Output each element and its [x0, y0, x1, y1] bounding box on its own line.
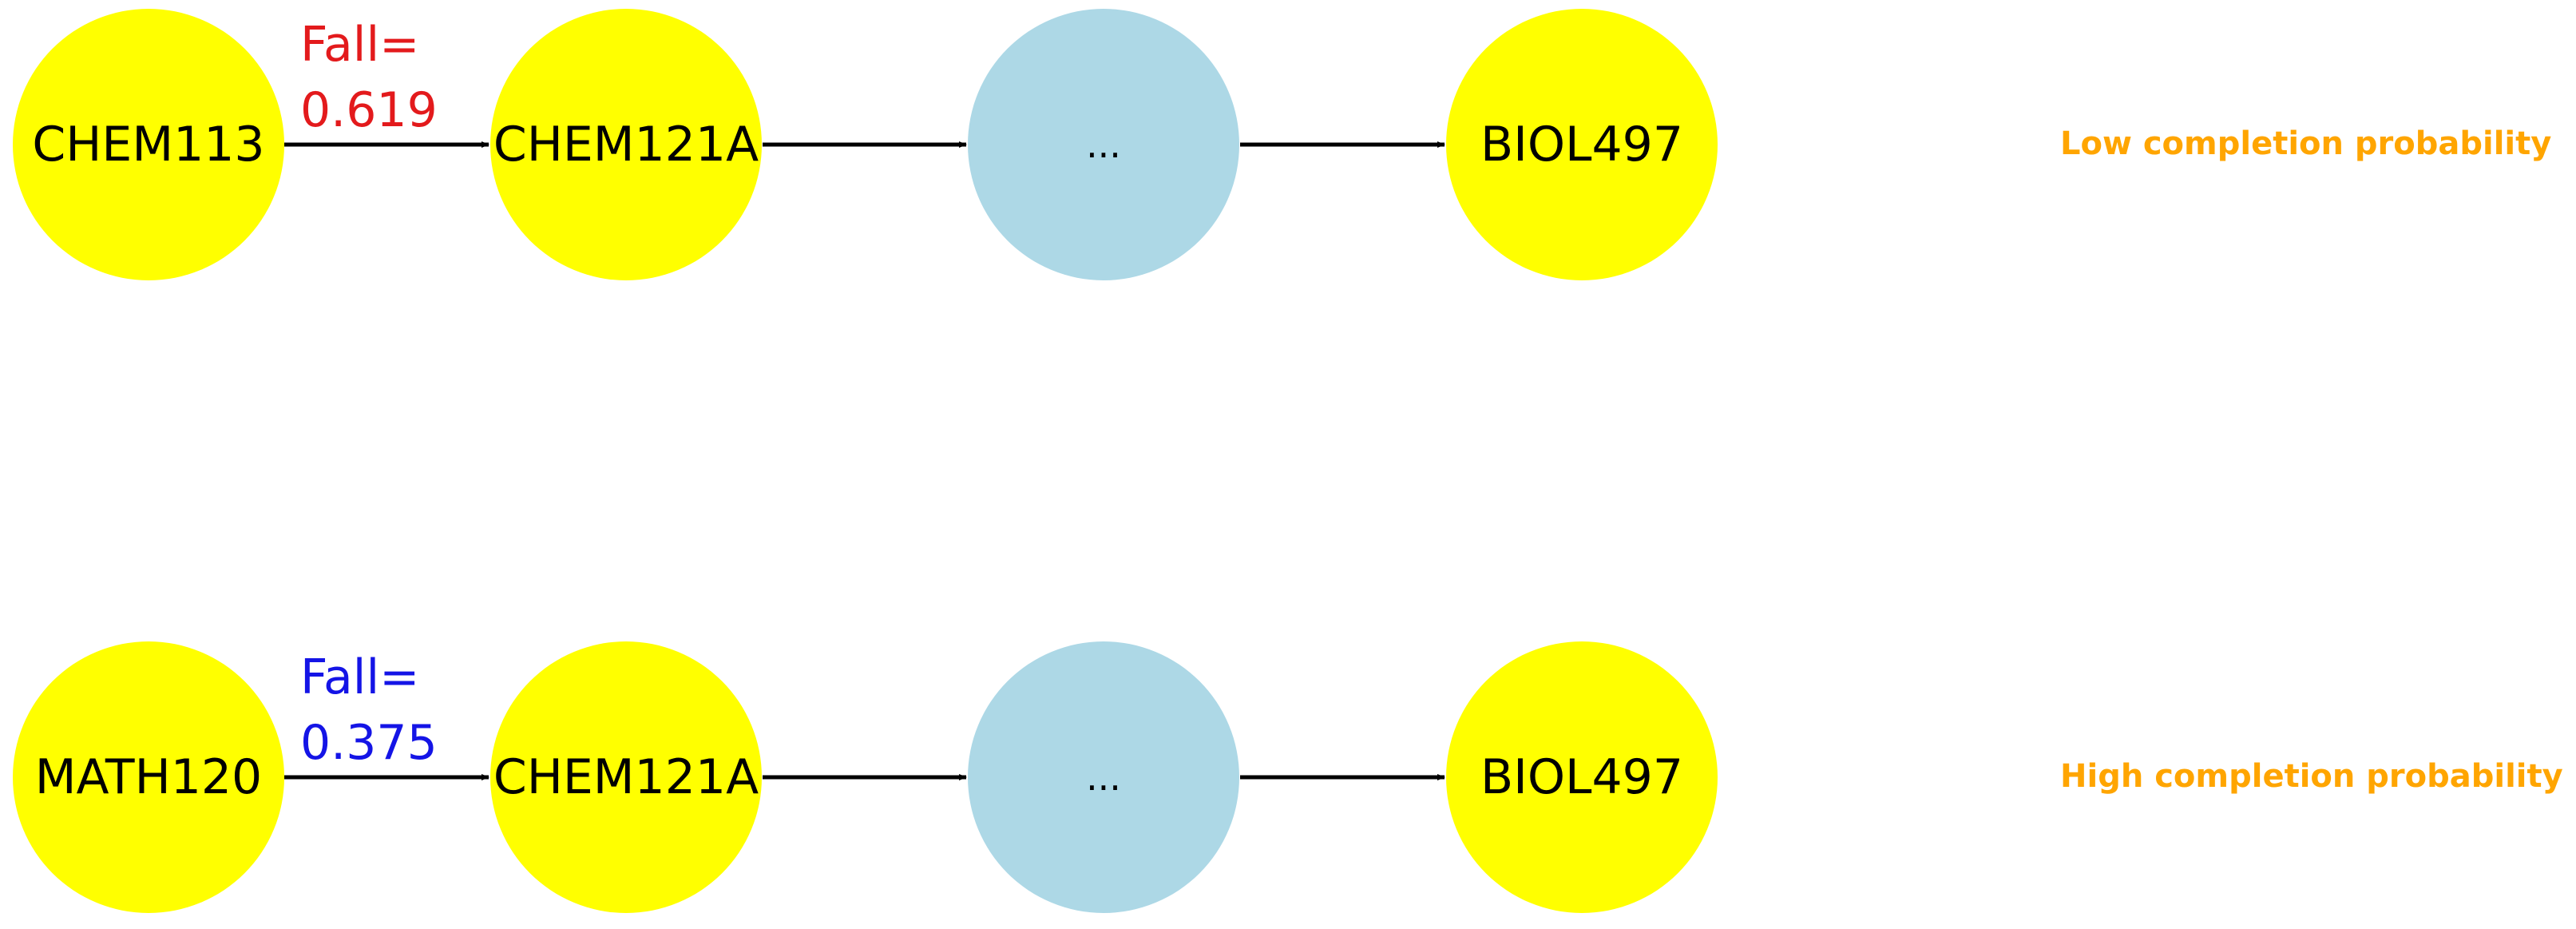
- node-label: BIOL497: [1480, 749, 1683, 805]
- edge-label-line1: Fall=: [300, 17, 419, 73]
- node-circle: [1446, 9, 1718, 280]
- node-label: MATH120: [35, 749, 262, 805]
- edge-probability-label: Fall= 0.619: [300, 17, 438, 138]
- row-high-completion: MATH120 CHEM121A ... BIOL497 Fall= 0.375…: [13, 641, 2563, 913]
- node-circle: [968, 641, 1239, 913]
- row-caption: High completion probability: [2060, 758, 2563, 795]
- node-label: CHEM121A: [493, 749, 759, 805]
- node-placeholder: ...: [968, 9, 1239, 280]
- node-label: CHEM121A: [493, 117, 759, 173]
- node-course: CHEM121A: [490, 641, 762, 913]
- node-circle: [13, 9, 284, 280]
- node-label: ...: [1086, 756, 1121, 799]
- node-label: BIOL497: [1480, 117, 1683, 173]
- node-course: BIOL497: [1446, 9, 1718, 280]
- row-low-completion: CHEM113 CHEM121A ... BIOL497 Fall= 0.619…: [13, 9, 2551, 280]
- node-label: ...: [1086, 123, 1121, 166]
- node-label: CHEM113: [32, 117, 264, 173]
- edge-label-line2: 0.619: [300, 82, 438, 138]
- node-circle: [490, 9, 762, 280]
- node-placeholder: ...: [968, 641, 1239, 913]
- node-course: MATH120: [13, 641, 284, 913]
- node-course: CHEM113: [13, 9, 284, 280]
- node-circle: [1446, 641, 1718, 913]
- edge-label-line1: Fall=: [300, 649, 419, 705]
- node-circle: [968, 9, 1239, 280]
- edge-probability-label: Fall= 0.375: [300, 649, 438, 771]
- node-course: BIOL497: [1446, 641, 1718, 913]
- node-circle: [13, 641, 284, 913]
- node-course: CHEM121A: [490, 9, 762, 280]
- row-caption: Low completion probability: [2060, 125, 2551, 162]
- edge-label-line2: 0.375: [300, 715, 438, 771]
- node-circle: [490, 641, 762, 913]
